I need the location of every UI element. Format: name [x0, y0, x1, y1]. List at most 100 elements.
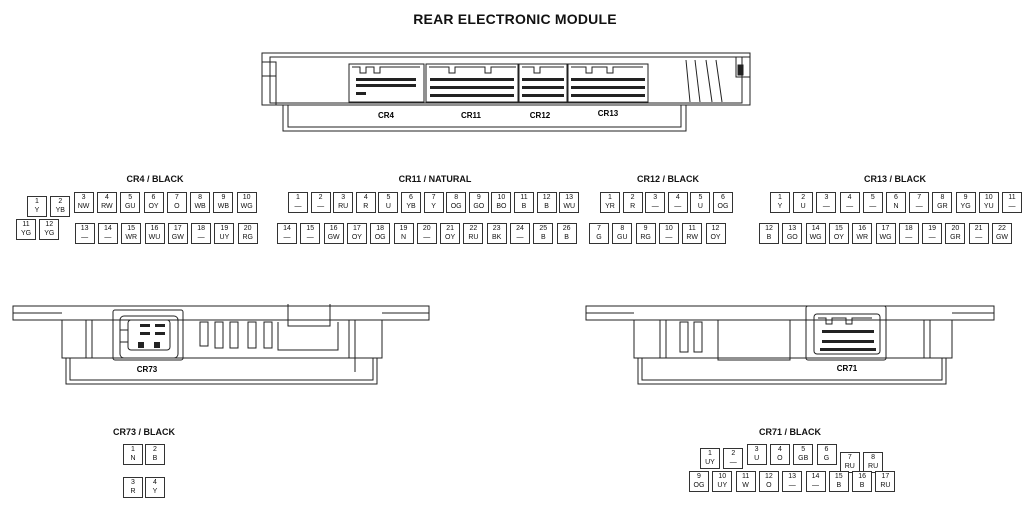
pin-wire-color: WR [125, 234, 138, 241]
pin-number: 3 [824, 194, 829, 201]
cr4-pin-13: 13— [74, 223, 95, 244]
label-cr71: CR71 [837, 364, 858, 373]
pin-wire-color: GW [171, 234, 184, 241]
pin-wire-color: RW [101, 203, 113, 210]
pin-wire-color: G [596, 234, 602, 241]
pin-number: 3 [341, 194, 346, 201]
pin-wire-color: — [665, 234, 673, 241]
cr12-pin-3: 3— [645, 192, 666, 213]
pin-wire-color: YG [20, 230, 32, 237]
pin-number: 13 [788, 225, 797, 232]
pin-number: 7 [597, 225, 601, 232]
pin-wire-color: GO [786, 234, 798, 241]
pin-wire-color: U [385, 203, 391, 210]
pin-number: 3 [81, 194, 86, 201]
pin-number: 11 [741, 473, 750, 480]
pin-number: 20 [951, 225, 960, 232]
pin-number: 8 [620, 225, 625, 232]
pin-wire-color: Y [777, 203, 783, 210]
pin-wire-color: WB [217, 203, 230, 210]
pin-number: 21 [446, 225, 454, 232]
pin-number: 11 [520, 194, 528, 201]
pin-wire-color: — [846, 203, 854, 210]
pin-wire-color: — [317, 203, 325, 210]
pin-wire-color: U [800, 203, 806, 210]
pin-number: 11 [22, 221, 30, 228]
cr73-title: CR73 / BLACK [112, 427, 175, 437]
pin-wire-color: OY [351, 234, 362, 241]
pin-number: 4 [104, 194, 109, 201]
pin-number: 9 [643, 225, 648, 232]
pin-number: 1 [708, 450, 712, 457]
pin-number: 9 [221, 194, 226, 201]
page-title: REAR ELECTRONIC MODULE [413, 11, 617, 27]
pin-number: 9 [476, 194, 481, 201]
pin-wire-color: O [777, 455, 783, 462]
pin-wire-color: OG [450, 203, 462, 210]
label-cr12: CR12 [530, 111, 551, 120]
cr11-pin-20: 20— [416, 223, 437, 244]
pin-number: 2 [318, 194, 323, 201]
pin-wire-color: OY [710, 234, 721, 241]
pin-number: 7 [431, 194, 436, 201]
cr11-title: CR11 / NATURAL [398, 174, 472, 184]
pin-number: 15 [834, 473, 843, 480]
pin-number: 14 [283, 225, 291, 232]
cr13-pin-4: 4— [839, 192, 860, 213]
pin-number: 6 [824, 446, 829, 453]
pin-wire-color: — [729, 459, 737, 466]
pin-number: 5 [386, 194, 391, 201]
cr13-pin-21: 21— [968, 223, 989, 244]
pin-number: 14 [811, 225, 820, 232]
pin-number: 11 [1008, 194, 1016, 201]
pin-wire-color: OY [445, 234, 456, 241]
pin-number: 4 [847, 194, 852, 201]
pin-number: 17 [173, 225, 182, 232]
pin-wire-color: B [152, 455, 158, 462]
pin-wire-color: R [630, 203, 636, 210]
pin-wire-color: B [544, 203, 549, 210]
pin-wire-color: — [294, 203, 302, 210]
pin-wire-color: GO [473, 203, 485, 210]
pin-wire-color: O [766, 482, 772, 489]
pin-number: 25 [539, 225, 548, 232]
pin-number: 7 [174, 194, 179, 201]
pin-wire-color: B [540, 234, 546, 241]
cr12-pin-4: 4— [667, 192, 688, 213]
cr12-pin-10: 10— [658, 223, 679, 244]
cr13-title: CR13 / BLACK [863, 174, 926, 184]
pin-wire-color: RU [880, 482, 891, 489]
pin-wire-color: YG [960, 203, 971, 210]
pin-number: 12 [542, 194, 551, 201]
pin-wire-color: BO [496, 203, 507, 210]
pin-number: 16 [858, 473, 866, 480]
pin-number: 19 [220, 225, 229, 232]
pin-number: 4 [675, 194, 680, 201]
pin-wire-color: RU [468, 234, 479, 241]
pin-wire-color: WU [148, 234, 161, 241]
pin-wire-color: UY [705, 459, 715, 466]
pin-number: 6 [721, 194, 725, 201]
cr11-pin-24: 24— [510, 223, 530, 244]
pin-wire-color: WU [563, 203, 576, 210]
